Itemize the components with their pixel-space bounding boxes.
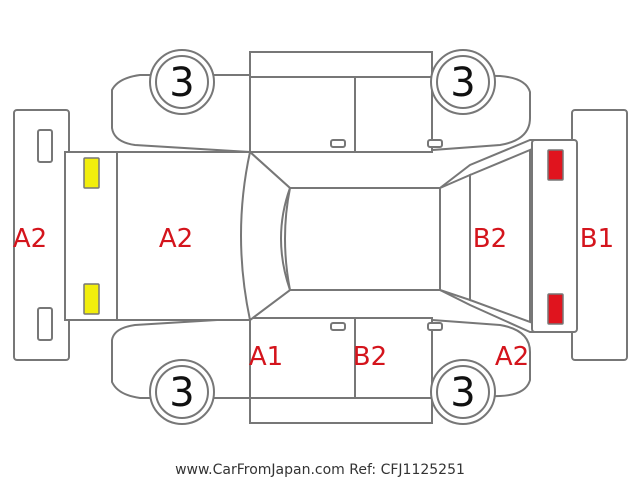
damage-roof-rear: B2 <box>473 224 507 254</box>
bottom-side-view <box>111 316 531 424</box>
damage-front-bumper: A2 <box>13 224 47 254</box>
front-light-top <box>83 157 100 189</box>
wheel-front-right <box>149 359 215 425</box>
damage-rear-left-door: B2 <box>353 342 387 372</box>
damage-front-left-fender: A1 <box>249 342 283 372</box>
top-view-body <box>64 139 578 333</box>
damage-rear-bumper: B1 <box>580 224 614 254</box>
wheel-front-left <box>149 49 215 115</box>
wheel-rear-right-grade: 3 <box>450 370 475 416</box>
front-light-bottom <box>83 283 100 315</box>
wheel-rear-right <box>430 359 496 425</box>
top-side-view <box>111 51 531 154</box>
wheel-rear-left <box>430 49 496 115</box>
damage-hood: A2 <box>159 224 193 254</box>
rear-light-bottom <box>547 293 564 325</box>
wheel-front-right-grade: 3 <box>169 370 194 416</box>
wheel-front-left-grade: 3 <box>169 60 194 106</box>
rear-light-top <box>547 149 564 181</box>
reference-caption: www.CarFromJapan.com Ref: CFJ1125251 <box>175 462 465 478</box>
damage-rear-left-quarter: A2 <box>495 342 529 372</box>
wheel-rear-left-grade: 3 <box>450 60 475 106</box>
